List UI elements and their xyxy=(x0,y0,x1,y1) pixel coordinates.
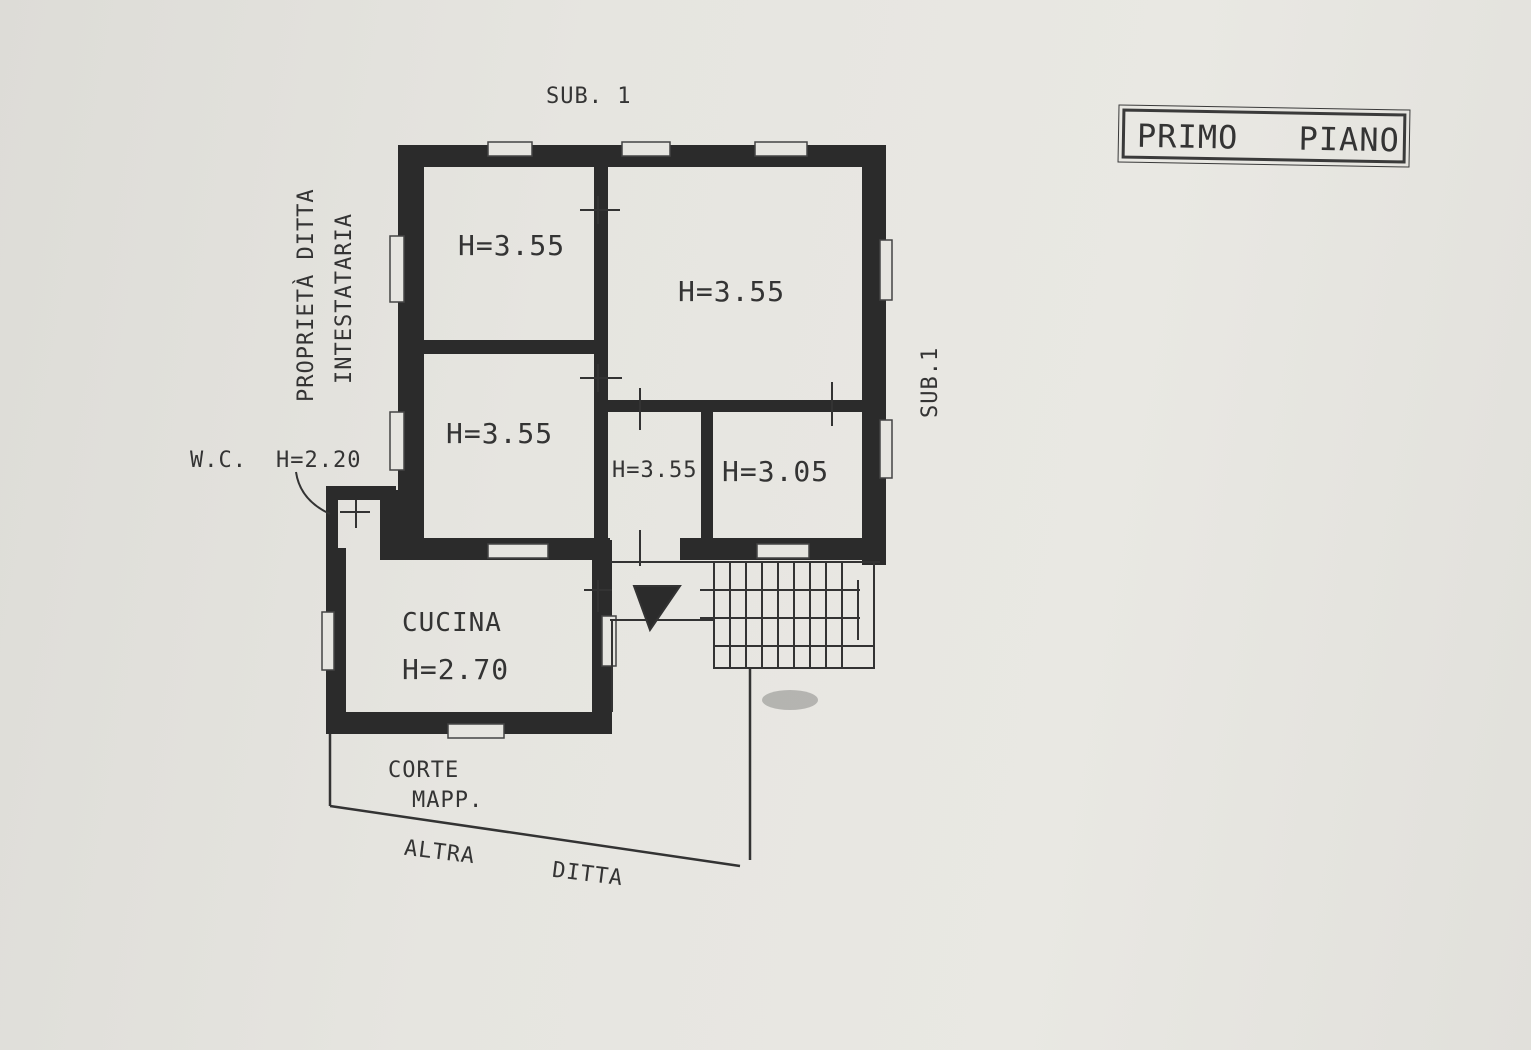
smudge-mark xyxy=(762,690,818,710)
kitchen-name: CUCINA xyxy=(402,608,502,638)
room-middle-right-height: H=3.05 xyxy=(722,455,830,488)
wc-height: H=2.20 xyxy=(276,448,362,473)
court-parcel-label: MAPP. xyxy=(412,788,484,813)
room-top-right-height: H=3.55 xyxy=(678,275,786,308)
staircase xyxy=(700,561,875,669)
court-outline xyxy=(328,668,752,868)
plan-title: PRIMO PIANO xyxy=(1136,116,1401,160)
room-top-left-height: H=3.55 xyxy=(458,229,566,262)
wc-label: W.C. xyxy=(190,448,247,473)
room-middle-small-height: H=3.55 xyxy=(612,458,698,483)
owner-label-line2: INTESTATARIA xyxy=(332,213,357,384)
windows xyxy=(321,141,893,739)
right-sub-label: SUB.1 xyxy=(918,346,943,418)
kitchen-height: H=2.70 xyxy=(402,653,510,686)
top-sub-label: SUB. 1 xyxy=(546,84,632,109)
interior-walls xyxy=(380,160,870,560)
owner-label-line1: PROPRIETÀ DITTA xyxy=(294,188,319,402)
wc-leader-line xyxy=(295,471,331,515)
title-box: PRIMO PIANO xyxy=(1117,104,1411,168)
court-label: CORTE xyxy=(388,758,460,783)
room-middle-left-height: H=3.55 xyxy=(446,417,554,450)
door-marks xyxy=(340,196,833,612)
